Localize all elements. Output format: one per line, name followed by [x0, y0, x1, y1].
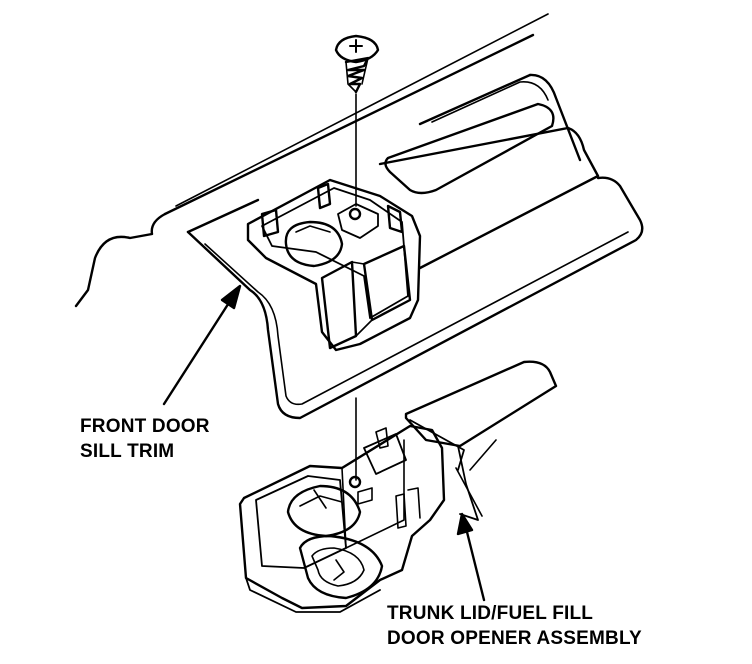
sill-label-line-1: FRONT DOOR [80, 416, 210, 437]
opener-assembly-label: TRUNK LID/FUEL FILL DOOR OPENER ASSEMBLY [387, 601, 642, 651]
trim-left-flap [74, 212, 167, 308]
sill-trim-leader [162, 284, 242, 406]
opener-leader [456, 512, 486, 602]
trim-inner-lip [204, 231, 629, 406]
opener-label-line-1: TRUNK LID/FUEL FILL [387, 603, 594, 624]
trim-ridge [186, 73, 532, 234]
trim-slot [384, 102, 555, 195]
trim-end-curve [528, 73, 582, 162]
trim-front-face [186, 176, 644, 420]
trunk-lid-opener-assembly [238, 360, 558, 613]
sill-label-line-2: SILL TRIM [80, 441, 175, 462]
trim-mounting-pocket [246, 178, 422, 352]
front-door-sill-trim [74, 13, 644, 420]
trim-step [378, 126, 600, 270]
opener-body [238, 424, 446, 610]
opener-lever [404, 360, 558, 448]
trim-top-edge [175, 13, 549, 207]
trim-rear-line [431, 81, 549, 123]
trim-back-edge [163, 33, 535, 216]
front-door-sill-trim-label: FRONT DOOR SILL TRIM [80, 414, 210, 464]
opener-label-line-2: DOOR OPENER ASSEMBLY [387, 628, 642, 649]
screw [334, 34, 380, 207]
